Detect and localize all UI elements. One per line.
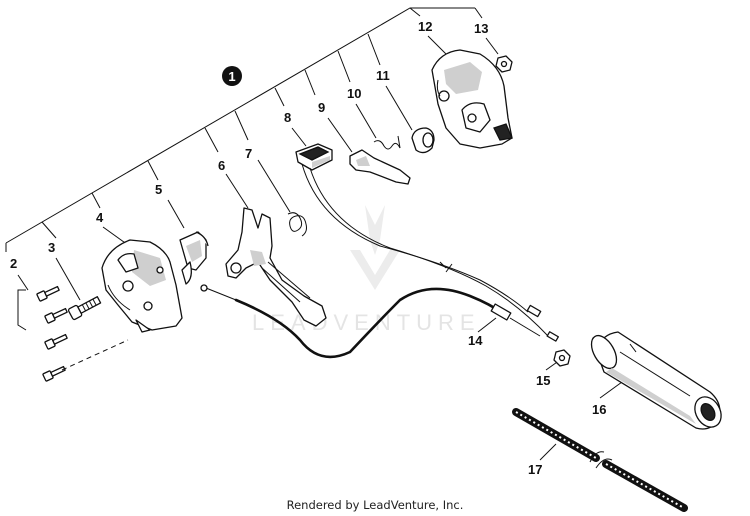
part-4-housing-left[interactable] [101, 226, 183, 333]
callout-11[interactable]: 11 [376, 68, 390, 83]
part-12-housing-right[interactable] [427, 35, 513, 149]
assembly-bracket [5, 7, 483, 252]
callout-12[interactable]: 12 [418, 19, 432, 34]
part-5-clamp[interactable] [167, 199, 209, 285]
callout-5[interactable]: 5 [155, 182, 162, 197]
part-11-lockout[interactable] [385, 85, 435, 154]
callout-3[interactable]: 3 [48, 240, 55, 255]
callout-15[interactable]: 15 [536, 373, 550, 388]
part-8-switch[interactable] [291, 127, 333, 171]
callout-14[interactable]: 14 [468, 333, 483, 348]
callout-17[interactable]: 17 [528, 462, 542, 477]
part-17-flex-shaft[interactable] [512, 408, 688, 512]
callout-10[interactable]: 10 [347, 86, 361, 101]
footer-credit: Rendered by LeadVenture, Inc. [286, 498, 464, 512]
callout-9[interactable]: 9 [318, 100, 325, 115]
assembly-callout-label: 1 [228, 69, 235, 84]
assembly-callout-1[interactable]: 1 [222, 66, 242, 86]
watermark: LEADVENTURE [252, 205, 481, 335]
part-10-spring[interactable] [355, 103, 401, 150]
part-7-spring[interactable] [257, 159, 307, 237]
watermark-text: LEADVENTURE [252, 310, 481, 335]
part-2-screws[interactable] [17, 274, 129, 382]
part-16-grip[interactable] [586, 331, 726, 431]
part-15-nut[interactable] [545, 349, 571, 371]
callout-13[interactable]: 13 [474, 21, 488, 36]
part-13-nut[interactable] [485, 37, 513, 73]
part-3-bolt[interactable] [55, 257, 102, 321]
part-14-throttle-cable[interactable] [200, 284, 541, 359]
callout-4[interactable]: 4 [96, 210, 104, 225]
callout-2[interactable]: 2 [10, 256, 17, 271]
callout-16[interactable]: 16 [592, 402, 606, 417]
callout-8[interactable]: 8 [284, 110, 291, 125]
part-9-trigger[interactable] [327, 117, 411, 185]
part-6-throttle-lever[interactable] [225, 173, 327, 327]
switch-wires [301, 163, 559, 342]
callout-6[interactable]: 6 [218, 158, 225, 173]
callout-7[interactable]: 7 [245, 146, 252, 161]
